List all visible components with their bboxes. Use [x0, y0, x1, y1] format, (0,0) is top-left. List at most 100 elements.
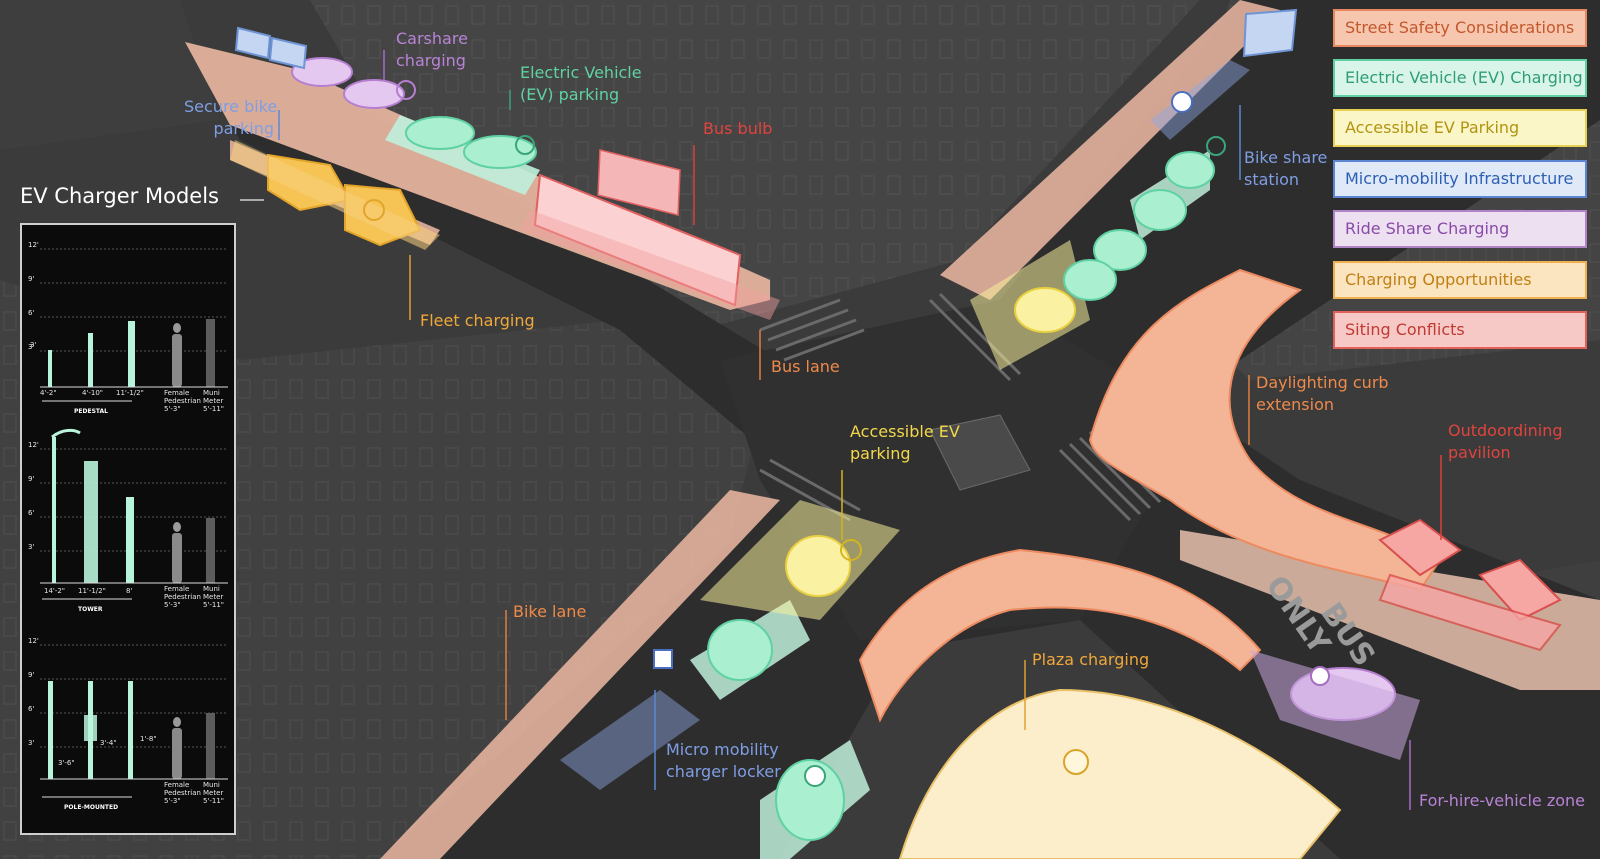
pole-section: 3'-6" 3'-4" 1'-8" POLE-MOUNTED — [40, 681, 228, 811]
label-plaza-charging: Plaza charging — [1032, 650, 1150, 669]
delivery-truck — [929, 414, 1031, 491]
height-tick-label: 12' — [28, 441, 39, 449]
tower-dim-3: 8' — [126, 587, 132, 595]
label-daylighting: Daylighting curb extension — [1256, 372, 1389, 416]
map-icons — [363, 80, 1330, 787]
pedestrian-body-1 — [172, 334, 182, 387]
label-outdoor-dining: Outdoordining pavilion — [1448, 420, 1563, 464]
height-tick-label: 3' — [28, 343, 34, 351]
plaza — [898, 688, 1342, 859]
fleet-icon — [363, 199, 385, 221]
label-daylighting-text: Daylighting curb extension — [1256, 373, 1389, 414]
bike-lockers — [234, 8, 1298, 70]
tower-heading: TOWER — [78, 606, 103, 613]
bus — [520, 149, 780, 320]
pedestal-charger-1 — [48, 350, 52, 387]
locker-icon — [653, 649, 673, 669]
label-accessible-ev-parking: Accessible EV parking — [850, 421, 960, 465]
pedestrian-figure-2 — [173, 522, 181, 532]
ped-dim-1: 4'-2" — [40, 389, 57, 397]
pedestrian-body-3 — [172, 728, 182, 779]
leader-lines — [240, 50, 1442, 810]
pole-dim-2: 3'-4" — [100, 739, 117, 747]
figure-caption: 5'-11" — [203, 405, 224, 413]
figure-caption: 5'-3" — [164, 405, 181, 413]
fleet-area — [230, 140, 440, 250]
tower-dim-2: 11'-1/2" — [78, 587, 106, 595]
height-tick-label: 3' — [28, 543, 34, 551]
dining-pavilion — [1378, 518, 1562, 652]
label-bike-share-text: Bike share station — [1244, 148, 1328, 189]
tower-charger-3 — [126, 497, 134, 583]
lightning-icon — [1063, 749, 1089, 775]
label-fhv-zone: For-hire-vehicle zone — [1419, 791, 1585, 810]
pedestal-heading: PEDESTAL — [74, 408, 108, 415]
figure-caption: Female — [164, 585, 189, 593]
pole-heading: POLE-MOUNTED — [64, 804, 118, 811]
tower-charger-1 — [52, 437, 56, 583]
pole-dim-1: 3'-6" — [58, 759, 75, 767]
height-tick-label: 9' — [28, 275, 34, 283]
figure-caption: Pedestrian — [164, 789, 201, 797]
fhv-zone-area — [1250, 650, 1420, 760]
height-tick-label: 9' — [28, 475, 34, 483]
label-accessible-text: Accessible EV parking — [850, 422, 960, 463]
label-secure-bike-text: Secure bike parking — [184, 97, 278, 138]
label-secure-bike-parking: Secure bike parking — [184, 96, 278, 140]
pedestal-charger-2 — [88, 333, 93, 387]
label-micro-mobility-locker: Micro mobility charger locker — [666, 739, 781, 783]
bike-share-icon — [1171, 91, 1193, 113]
ped-extra-dim: 3' — [30, 341, 36, 349]
pedestal-section: 4'-2" 4'-10" 11'-1/2" 3' PEDESTAL — [30, 319, 228, 415]
pedestrian-figure-3 — [173, 717, 181, 727]
legend-item: Accessible EV Parking — [1333, 109, 1587, 147]
figure-caption: Muni — [203, 781, 220, 789]
label-ev-parking-text: Electric Vehicle (EV) parking — [520, 63, 642, 104]
label-bike-share-station: Bike share station — [1244, 147, 1327, 191]
label-carshare-text: Carshare charging — [396, 29, 468, 70]
pole-dim-3: 1'-8" — [140, 735, 157, 743]
muni-meter-2 — [206, 518, 215, 583]
pole-charger-1 — [48, 681, 53, 779]
ev-plug-icon — [515, 135, 535, 155]
figure-caption: Pedestrian — [164, 593, 201, 601]
panel-gridlines: 12'9'6'3'12'9'6'3'12'9'6'3' — [28, 241, 228, 748]
height-tick-label: 6' — [28, 509, 34, 517]
legend-item: Street Safety Considerations — [1333, 9, 1587, 47]
legend-item: Charging Opportunities — [1333, 261, 1587, 299]
figure-caption: Pedestrian — [164, 397, 201, 405]
figure-caption: Female — [164, 781, 189, 789]
figure-caption: Muni — [203, 585, 220, 593]
pedestrian-figure-1 — [173, 323, 181, 333]
legend-item: Ride Share Charging — [1333, 210, 1587, 248]
charger-models-drawing: 12'9'6'3'12'9'6'3'12'9'6'3' 4'-2" 4'-10"… — [28, 241, 228, 811]
ev-cars — [405, 116, 1215, 841]
figure-caption: 5'-3" — [164, 797, 181, 805]
label-outdoor-dining-text: Outdoordining pavilion — [1448, 421, 1563, 462]
tower-section: 14'-2" 11'-1/2" 8' TOWER — [40, 428, 228, 613]
ped-dim-2: 4'-10" — [82, 389, 103, 397]
label-fleet-charging: Fleet charging — [420, 311, 535, 330]
muni-meter-1 — [206, 319, 215, 387]
figure-caption: Meter — [203, 397, 223, 405]
height-tick-label: 12' — [28, 241, 39, 249]
height-tick-label: 6' — [28, 705, 34, 713]
height-tick-label: 6' — [28, 309, 34, 317]
legend-item: Electric Vehicle (EV) Charging — [1333, 59, 1587, 97]
micro-locker-area — [560, 690, 700, 790]
figure-caption: Muni — [203, 389, 220, 397]
ev-plug-icon-2 — [1206, 136, 1226, 156]
panel-captions: FemalePedestrian5'-3"MuniMeter5'-11"Fema… — [164, 389, 224, 805]
figure-caption: Female — [164, 389, 189, 397]
ped-dim-3: 11'-1/2" — [116, 389, 144, 397]
figure-caption: 5'-3" — [164, 601, 181, 609]
carshare-icon — [396, 80, 416, 100]
curb-extensions — [858, 268, 1442, 723]
figure-caption: Meter — [203, 789, 223, 797]
legend-item: Micro-mobility Infrastructure — [1333, 160, 1587, 198]
label-micro-locker-text: Micro mobility charger locker — [666, 740, 781, 781]
charger-models-panel: 12'9'6'3'12'9'6'3'12'9'6'3' 4'-2" 4'-10"… — [20, 223, 236, 835]
pedestrian-body-2 — [172, 533, 182, 583]
label-carshare-charging: Carshare charging — [396, 28, 468, 72]
muni-meter-3 — [206, 713, 215, 779]
